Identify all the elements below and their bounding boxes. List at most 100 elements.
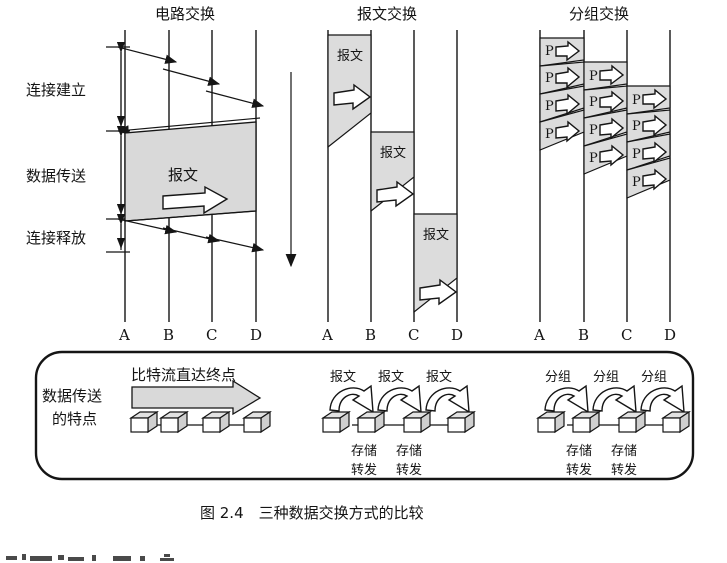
setup-arrow-bc [162, 68, 221, 86]
packet-label-b3: P [589, 123, 598, 138]
summary-packet-hop-arrow-3-icon [640, 384, 685, 414]
summary-packet-hop-label-2: 分组 [593, 370, 619, 385]
summary-circuit-cube-1 [129, 410, 159, 434]
summary-message-hop-label-1: 报文 [330, 370, 356, 385]
node-label-message-c: C [408, 326, 419, 344]
packet-label-a2: P [545, 71, 554, 86]
node-label-packet-d: D [664, 326, 676, 344]
packet-column-b: P P P P [583, 61, 628, 175]
summary-packet-hop-label-1: 分组 [545, 370, 571, 385]
node-label-packet-a: A [533, 326, 545, 344]
summary-message-hop-arrow-1-icon [329, 384, 374, 414]
summary-message: 报文 报文 报文 [321, 370, 476, 478]
node-label-packet-b: B [578, 326, 589, 344]
summary-packet-cube-2 [571, 410, 601, 434]
summary-panel-border [34, 350, 695, 481]
packet-label-a1: P [545, 44, 554, 59]
summary-message-cube-2 [356, 410, 386, 434]
packet-arrow-c1-icon [642, 88, 668, 110]
node-label-message-b: B [365, 326, 376, 344]
packet-switching-diagram: P P P P P P P [533, 30, 676, 344]
setup-arrow-ab [117, 46, 178, 64]
packet-label-b1: P [589, 69, 598, 84]
message-block-bc-label-1: 报文 [380, 146, 406, 161]
packet-label-c1: P [632, 93, 641, 108]
packet-label-a3: P [545, 99, 554, 114]
summary-packet-cube-1 [536, 410, 566, 434]
packet-arrow-b3-icon [599, 117, 625, 140]
packet-arrow-c2-icon [642, 114, 668, 137]
summary-message-hop-arrow-3-icon [425, 384, 470, 414]
packet-arrow-a4-icon [555, 120, 581, 143]
summary-message-hop-arrow-2-icon [377, 384, 422, 414]
packet-arrow-b4-icon [599, 144, 625, 167]
summary-packet-sf-label-4: 转发 [611, 462, 637, 478]
summary-message-sf-label-1: 存储 [351, 444, 377, 459]
circuit-block-label: 报文 [168, 166, 198, 184]
node-label-circuit-d: D [250, 326, 262, 344]
summary-message-hop-label-3: 报文 [426, 370, 452, 385]
summary-row-label-line2: 的特点 [52, 410, 97, 428]
setup-arrow-cd [205, 90, 265, 108]
setup-ack-arrow-da [116, 117, 261, 135]
circuit-slant-1 [124, 210, 257, 222]
summary-packet-hop-arrow-1-icon [544, 384, 589, 414]
packet-arrow-c3-icon [642, 141, 668, 164]
packet-label-b2: P [589, 95, 598, 110]
release-arrow-cd [205, 236, 265, 253]
summary-message-cube-3 [402, 410, 432, 434]
node-label-message-a: A [321, 326, 333, 344]
release-arrow-ab [117, 218, 178, 235]
page-cutoff-text [6, 554, 174, 561]
packet-arrow-b2-icon [599, 90, 625, 113]
packet-label-c2: P [632, 119, 641, 134]
message-flow-arrow-ab-icon [333, 83, 372, 111]
packet-arrow-a1-icon [555, 40, 581, 62]
summary-message-hop-label-2: 报文 [378, 370, 404, 385]
summary-packet-sf-label-3: 存储 [611, 444, 637, 459]
section-title-circuit: 电路交换 [155, 5, 215, 23]
message-block-cd-label-1: 报文 [423, 228, 449, 243]
summary-packet-cube-4 [661, 410, 691, 434]
packet-column-a: P P P P [539, 37, 585, 151]
node-label-circuit-a: A [118, 326, 130, 344]
summary-packet-cube-3 [617, 410, 647, 434]
packet-label-a4: P [545, 127, 554, 142]
release-arrow-bc [162, 227, 221, 244]
summary-packet-sf-label-1: 存储 [566, 444, 592, 459]
summary-message-sf-label-2: 转发 [351, 462, 377, 478]
node-label-circuit-b: B [163, 326, 174, 344]
summary-row-label-line1: 数据传送 [42, 387, 102, 405]
packet-label-c3: P [632, 147, 641, 162]
node-label-message-d: D [451, 326, 463, 344]
circuit-flow-arrow-icon [162, 185, 229, 215]
packet-label-c4: P [632, 175, 641, 190]
phase-label-setup: 连接建立 [26, 81, 86, 99]
phase-label-transfer: 数据传送 [26, 167, 86, 185]
packet-label-b4: P [589, 151, 598, 166]
summary-circuit-cube-2 [159, 410, 189, 434]
summary-circuit-headline: 比特流直达终点 [131, 366, 236, 384]
packet-arrow-a2-icon [555, 66, 581, 89]
summary-packet-hop-arrow-2-icon [592, 384, 637, 414]
section-title-packet: 分组交换 [569, 5, 629, 23]
message-block-ab-label-1: 报文 [337, 49, 363, 64]
summary-message-sf-label-3: 存储 [396, 444, 422, 459]
summary-circuit: 比特流直达终点 [129, 366, 272, 434]
summary-circuit-bitstream-arrow-icon [131, 379, 262, 416]
message-switching-diagram: 报文 报文 报文 A B C D [321, 30, 463, 344]
message-flow-arrow-cd-icon [419, 278, 458, 306]
phase-label-release: 连接释放 [26, 229, 86, 247]
summary-packet-hop-label-3: 分组 [641, 370, 667, 385]
packet-arrow-a3-icon [555, 93, 581, 116]
section-title-message: 报文交换 [357, 5, 417, 23]
summary-circuit-cube-4 [242, 410, 272, 434]
packet-arrow-b1-icon [599, 64, 625, 86]
summary-message-sf-label-4: 转发 [396, 462, 422, 478]
summary-message-cube-1 [321, 410, 351, 434]
summary-packet-sf-label-2: 转发 [566, 462, 592, 478]
summary-packet: 分组 分组 分组 [536, 370, 691, 478]
circuit-switching-diagram: 连接建立 数据传送 连接释放 报文 A B C D [26, 30, 265, 344]
